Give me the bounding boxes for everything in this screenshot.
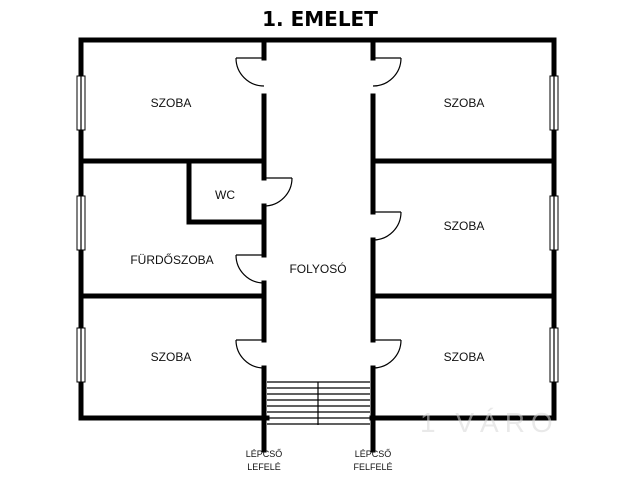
room-label-mid-right: SZOBA bbox=[444, 219, 485, 233]
windows bbox=[76, 75, 559, 383]
room-label-bathroom: FÜRDŐSZOBA bbox=[130, 252, 213, 267]
interior-walls bbox=[78, 37, 557, 453]
stairs-down-label-line2: LEFELÉ bbox=[247, 462, 281, 472]
stairs-down-label-line1: LÉPCSŐ bbox=[246, 449, 283, 459]
room-label-wc: WC bbox=[215, 188, 235, 202]
room-label-top-right: SZOBA bbox=[444, 96, 485, 110]
room-label-bottom-left: SZOBA bbox=[151, 350, 192, 364]
staircase bbox=[267, 381, 370, 425]
stairs-up-label-line1: LÉPCSŐ bbox=[355, 449, 392, 459]
stairs-up-label-line2: FELFELÉ bbox=[353, 462, 392, 472]
floor-title: 1. EMELET bbox=[262, 7, 378, 31]
doors bbox=[235, 57, 402, 369]
room-label-bottom-right: SZOBA bbox=[444, 350, 485, 364]
room-label-top-left: SZOBA bbox=[151, 96, 192, 110]
watermark: 1 VÁRO bbox=[420, 407, 559, 438]
room-label-corridor: FOLYOSÓ bbox=[289, 261, 346, 276]
